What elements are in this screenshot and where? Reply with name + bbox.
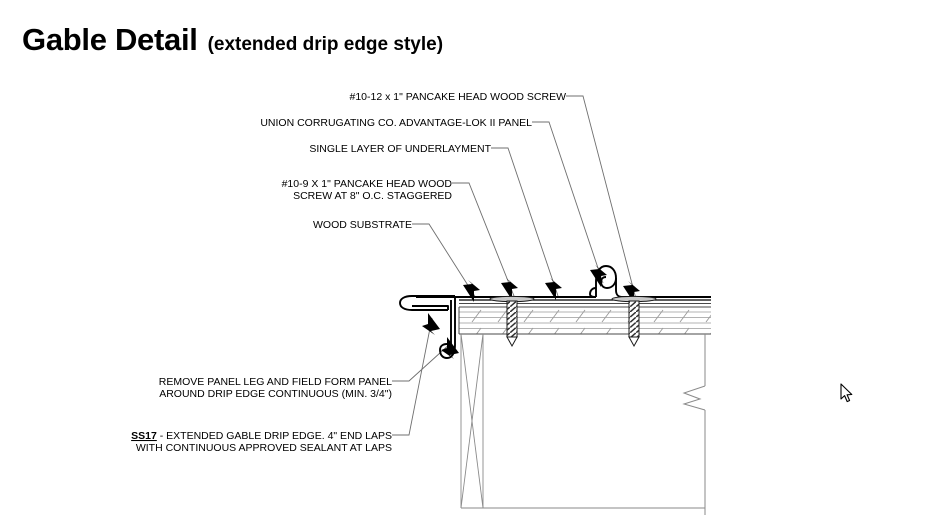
leader-screw-top [566,95,637,300]
leader-underlayment [491,147,559,297]
ss17-rest: - EXTENDED GABLE DRIP EDGE. 4" END LAPS [157,430,392,442]
callout-leader-lines [392,95,637,436]
callout-arrowheads [422,265,640,359]
roof-panel [416,265,711,298]
callout-label-panel: UNION CORRUGATING CO. ADVANTAGE-LOK II P… [260,117,532,129]
arrowhead-remove-panel-leg [422,313,440,335]
arrowhead-ss17 [441,337,459,359]
arrowhead-screw-top [623,281,640,303]
callout-label-underlayment: SINGLE LAYER OF UNDERLAYMENT [309,143,491,155]
callout-label-screw-staggered-line1: #10-9 X 1" PANCAKE HEAD WOOD [282,178,453,190]
arrowhead-wood-substrate [463,280,480,302]
pancake-head-screw-seam [611,295,657,348]
leader-screw-staggered [452,182,515,297]
arrowhead-underlayment [545,278,562,300]
callout-label-screw-top: #10-12 x 1" PANCAKE HEAD WOOD SCREW [349,91,566,103]
page-title: Gable Detail (extended drip edge style) [22,24,443,55]
wall-outline [461,334,706,515]
arrowhead-screw-staggered [501,278,518,300]
callout-label-ss17-line2: WITH CONTINUOUS APPROVED SEALANT AT LAPS [136,442,392,454]
page-title-main: Gable Detail [22,22,198,57]
pancake-head-screw-left [489,295,535,348]
leader-ss17 [392,317,433,436]
ss17-code: SS17 [131,430,157,442]
gable-end-framing-member [460,333,484,509]
callout-label-remove-panel-leg-line1: REMOVE PANEL LEG AND FIELD FORM PANEL [159,376,392,388]
wood-substrate [458,306,711,335]
callout-label-ss17-line1: SS17 - EXTENDED GABLE DRIP EDGE. 4" END … [131,430,392,442]
leader-wood-substrate [412,223,477,299]
break-line-symbol [682,385,706,411]
leader-remove-panel-leg [392,342,452,382]
callout-label-screw-staggered-line2: SCREW AT 8" O.C. STAGGERED [293,190,452,202]
arrowhead-panel [590,265,607,287]
extended-gable-drip-edge [399,295,456,359]
page-title-subtitle: (extended drip edge style) [207,34,444,55]
callout-label-remove-panel-leg-line2: AROUND DRIP EDGE CONTINUOUS (MIN. 3/4") [159,388,392,400]
leader-panel [532,121,604,284]
callout-label-wood-substrate: WOOD SUBSTRATE [313,219,412,231]
callout-labels: #10-12 x 1" PANCAKE HEAD WOOD SCREW UNIO… [131,91,566,454]
